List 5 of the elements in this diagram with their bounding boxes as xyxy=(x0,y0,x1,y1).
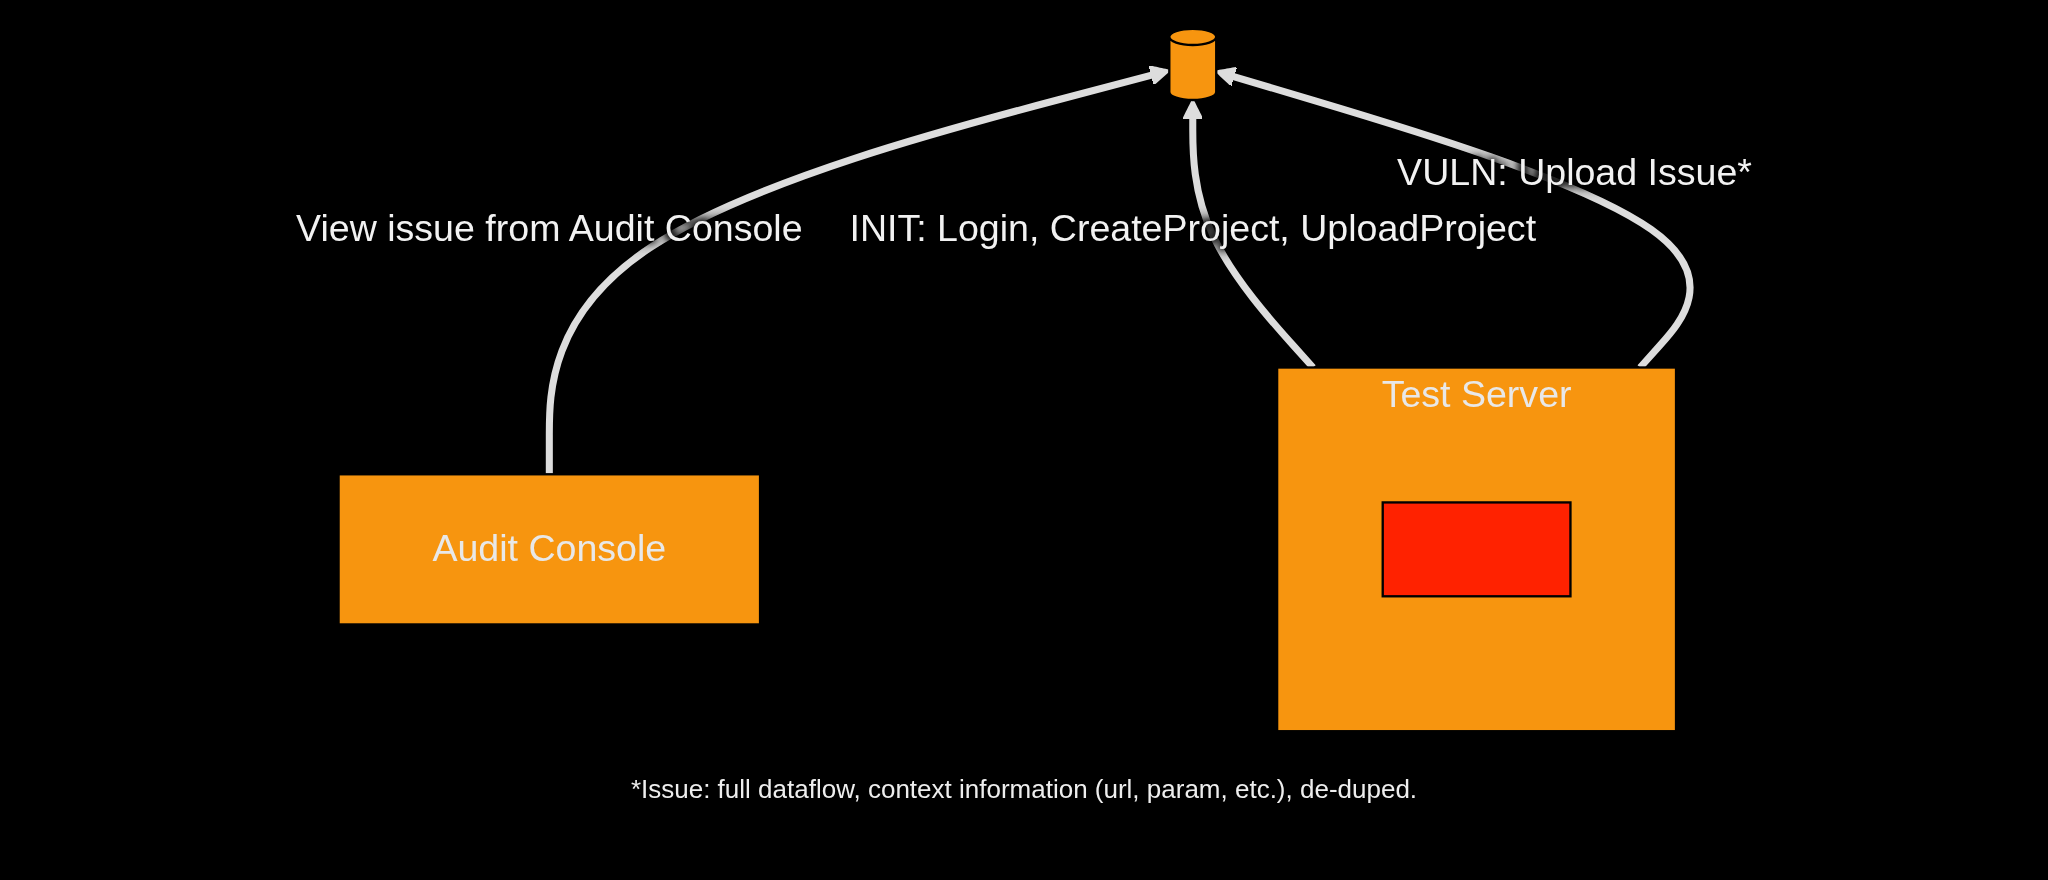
node-box xyxy=(1381,501,1572,598)
cluster: Test Server xyxy=(1275,366,1678,733)
node-cylinder xyxy=(1168,27,1218,102)
node-box: Audit Console xyxy=(337,473,762,626)
footnote: *Issue: full dataflow, context information (url, param, etc.), de-duped. xyxy=(630,774,1418,805)
